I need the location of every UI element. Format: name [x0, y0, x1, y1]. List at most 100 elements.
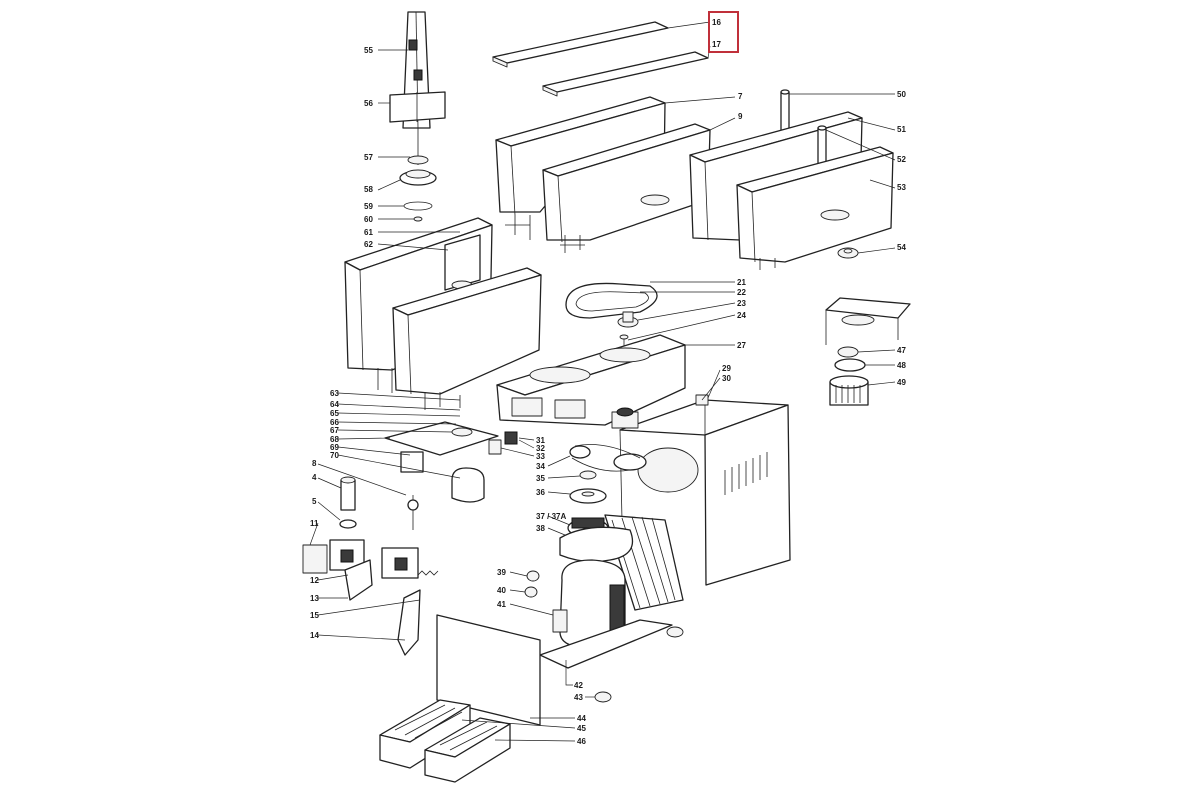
label-4: 4 [312, 473, 317, 482]
label-45: 45 [577, 724, 586, 733]
cabinet-part-30 [619, 399, 791, 586]
label-69: 69 [330, 443, 339, 452]
handle-part-13 [381, 547, 419, 579]
label-61: 61 [364, 228, 373, 237]
label-59: 59 [364, 202, 373, 211]
component-27-box [611, 407, 639, 429]
label-33: 33 [536, 452, 545, 461]
plate-part-11 [302, 544, 328, 574]
label-23: 23 [737, 299, 746, 308]
label-70: 70 [330, 451, 339, 460]
spring-part-15 [417, 570, 439, 576]
evaporator-part-62 [444, 234, 481, 291]
label-60: 60 [364, 215, 373, 224]
label-34: 34 [536, 462, 545, 471]
lid-part-17 [542, 51, 709, 97]
small-washer-part-60 [413, 216, 423, 222]
label-29: 29 [722, 364, 731, 373]
label-11: 11 [310, 519, 319, 528]
seal-part-58 [399, 169, 437, 186]
label-15: 15 [310, 611, 319, 620]
label-17: 17 [712, 40, 721, 49]
relay-part-41 [552, 609, 568, 633]
highlight-box [708, 11, 739, 53]
o-ring-part-59 [403, 201, 433, 211]
shaft-part-57 [407, 128, 429, 165]
label-65: 65 [330, 409, 339, 418]
bracket-part-67 [384, 421, 499, 456]
label-68: 68 [330, 435, 339, 444]
label-51: 51 [897, 125, 906, 134]
label-42: 42 [574, 681, 583, 690]
label-62: 62 [364, 240, 373, 249]
label-57: 57 [364, 153, 373, 162]
label-50: 50 [897, 90, 906, 99]
washer-part-35 [579, 470, 597, 480]
bowl-front-left [392, 267, 542, 410]
label-48: 48 [897, 361, 906, 370]
label-43: 43 [574, 693, 583, 702]
lever-part-14 [397, 589, 421, 656]
nut-part-54 [837, 247, 859, 259]
label-49: 49 [897, 378, 906, 387]
label-22: 22 [737, 288, 746, 297]
bushing-part-47 [837, 346, 859, 358]
motor-part-49 [829, 375, 869, 406]
label-21: 21 [737, 278, 746, 287]
label-8: 8 [312, 459, 317, 468]
pin-part-8 [407, 495, 419, 530]
label-13: 13 [310, 594, 319, 603]
valve-part-69 [400, 451, 424, 473]
front-panel-part-44 [436, 614, 541, 726]
tap-body-part-70 [451, 467, 485, 503]
label-41: 41 [497, 600, 506, 609]
label-67: 67 [330, 426, 339, 435]
drip-tray-part-27 [496, 334, 686, 426]
label-39: 39 [497, 568, 506, 577]
foot-part-43 [594, 626, 684, 703]
label-16: 16 [712, 18, 721, 27]
lid-corner-detail [825, 297, 911, 345]
part-labels: 16 17 7 9 50 51 52 53 54 55 56 57 58 59 … [310, 18, 906, 746]
label-7: 7 [738, 92, 743, 101]
gear-part-48 [834, 358, 866, 372]
nut-part-23 [617, 311, 639, 328]
label-54: 54 [897, 243, 906, 252]
washer-part-5 [339, 519, 357, 529]
label-30: 30 [722, 374, 731, 383]
label-44: 44 [577, 714, 586, 723]
drip-tray-part-46 [424, 717, 511, 783]
label-46: 46 [577, 737, 586, 746]
label-63: 63 [330, 389, 339, 398]
flange-part-36 [569, 488, 607, 504]
gasket-part-21 [565, 282, 658, 319]
base-plate-part-42 [539, 619, 673, 669]
label-9: 9 [738, 112, 743, 121]
lid-part-16 [492, 21, 669, 68]
label-12: 12 [310, 576, 319, 585]
label-40: 40 [497, 586, 506, 595]
leader-lines [309, 21, 896, 742]
label-56: 56 [364, 99, 373, 108]
fan-blade-part-38 [559, 526, 634, 563]
shaft-part-4 [340, 476, 356, 511]
label-37-37a: 37 / 37A [536, 512, 566, 521]
label-52: 52 [897, 155, 906, 164]
label-31: 31 [536, 436, 545, 445]
label-5: 5 [312, 497, 317, 506]
label-24: 24 [737, 311, 746, 320]
label-38: 38 [536, 524, 545, 533]
handle-part-12 [329, 539, 373, 601]
label-55: 55 [364, 46, 373, 55]
label-35: 35 [536, 474, 545, 483]
label-64: 64 [330, 400, 339, 409]
switch-part-33 [488, 439, 502, 455]
grommet-part-39 [526, 570, 540, 582]
label-53: 53 [897, 183, 906, 192]
label-58: 58 [364, 185, 373, 194]
pulley-part-34 [569, 444, 647, 472]
label-66: 66 [330, 418, 339, 427]
label-14: 14 [310, 631, 319, 640]
